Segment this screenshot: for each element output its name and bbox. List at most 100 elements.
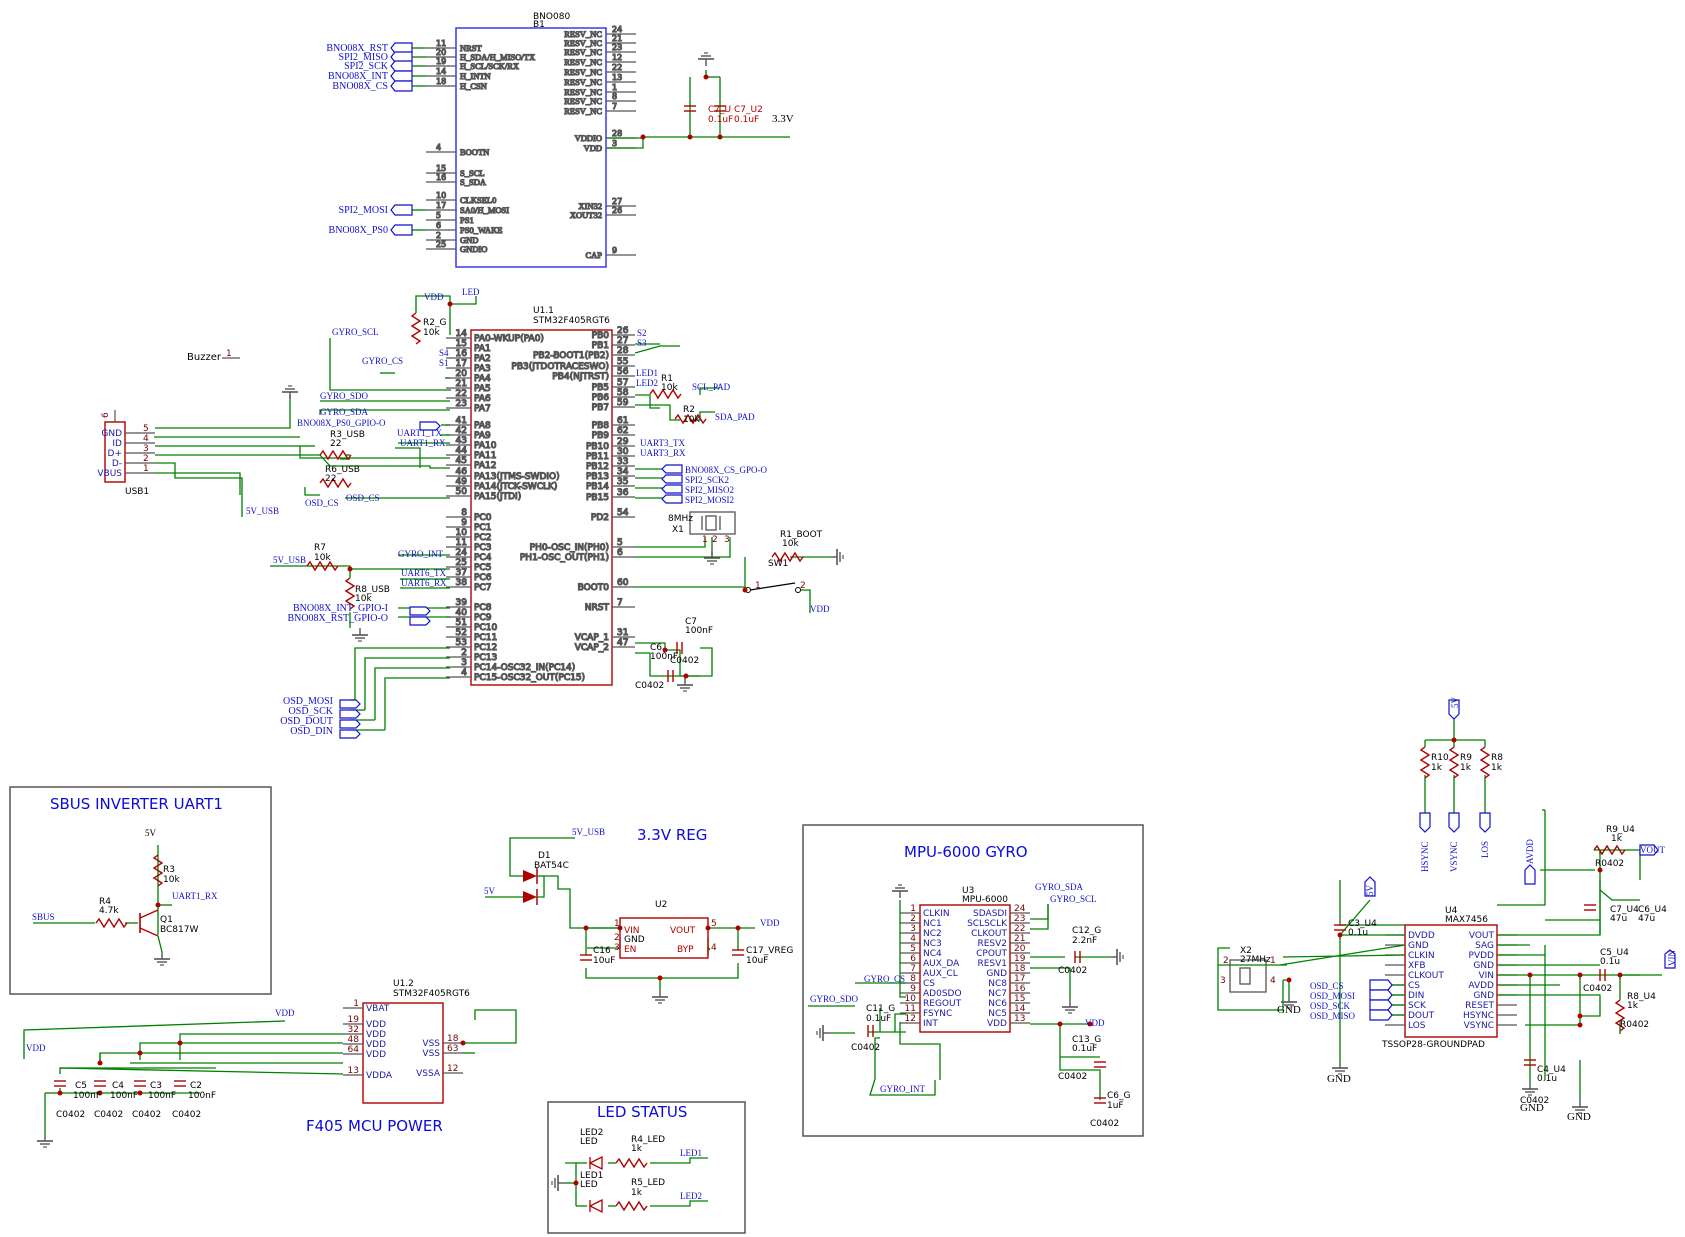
gyro-pin-name: NC5 <box>988 1009 1007 1019</box>
bno-cap1-ref: C7_U <box>708 105 731 115</box>
boot-switch[interactable] <box>742 582 801 593</box>
bno-pin-name: S_SDA <box>460 177 487 187</box>
bno-net-label: BNO08X_CS <box>332 81 388 92</box>
gyro-pin-num: 13 <box>1014 1014 1025 1024</box>
reg-title: 3.3V REG <box>637 826 707 844</box>
reg-d: D1 <box>538 851 551 861</box>
bno-pin-num: 4 <box>436 143 441 152</box>
pwr-pin-num: 12 <box>447 1064 458 1074</box>
pwr-cap-ref: C3 <box>150 1081 162 1091</box>
bno-pin-num: 14 <box>436 67 446 76</box>
mcu-pin-num: 2 <box>461 648 467 658</box>
mcu-pin-num: 21 <box>456 379 467 389</box>
bno-net-label: BNO08X_INT <box>328 71 388 82</box>
bno-pin-num: 5 <box>436 211 441 220</box>
mcu-pin-num: 34 <box>617 467 629 477</box>
buzzer-pin: 1 <box>226 349 232 359</box>
pwr-pin-name: VDD <box>366 1040 386 1050</box>
mcu-pin-num: 25 <box>456 558 467 568</box>
bno080-sub: B1 <box>533 20 545 30</box>
bno-pin-num: 15 <box>436 164 446 173</box>
mcu-left-net: LED <box>462 287 480 297</box>
osd-r8-val: 1k <box>1491 763 1503 773</box>
mcu-pin-num: 49 <box>456 477 468 487</box>
osd-pin-name: VIN <box>1478 971 1494 981</box>
osd-x-pin1: 1 <box>1270 956 1276 966</box>
bno-pin-num: 26 <box>612 206 622 215</box>
osd-pin-name: LOS <box>1408 1021 1426 1031</box>
bno080-net-labels: BNO08X_RSTSPI2_MISOSPI2_SCKBNO08X_INTBNO… <box>326 42 426 236</box>
bno-pin-num: 23 <box>612 43 622 52</box>
gyro-pin-num: 9 <box>910 984 916 994</box>
gyro-pin-num: 24 <box>1014 904 1026 914</box>
mcu-left-net: GYRO_SCL <box>332 327 379 337</box>
pwr-cap-pkg: C0402 <box>172 1110 201 1120</box>
osd-los: LOS <box>1480 841 1490 858</box>
mcu-pin-num: 15 <box>456 339 467 349</box>
gyro-title: MPU-6000 GYRO <box>904 843 1028 861</box>
mcu-left-net: R3_USB <box>330 430 365 440</box>
bno-pin-name: RESV_NC <box>564 47 602 57</box>
gyro-sdo: GYRO_SDO <box>810 994 859 1004</box>
mcu-left-wiring <box>154 295 477 731</box>
osd-vin-net: VIN <box>1667 950 1677 966</box>
mcu-left-net: GYRO_INT <box>398 549 443 559</box>
mcu-pin-name: PB3(JTDOTRACESWO) <box>511 362 609 372</box>
mcu-pin-num: 56 <box>617 367 629 377</box>
gyro-c6: C6_G <box>1107 1091 1131 1101</box>
mcu-pin-num: 53 <box>456 638 467 648</box>
sbus-title: SBUS INVERTER UART1 <box>50 795 223 813</box>
sbus-5v: 5V <box>145 828 157 838</box>
osd-vsync: VSYNC <box>1449 841 1459 872</box>
mcu-pin-name: VCAP_2 <box>575 643 609 653</box>
mcu-pin-num: 14 <box>456 329 468 339</box>
pwr-pin-name: VDD <box>366 1050 386 1060</box>
sbus-in: SBUS <box>32 912 55 922</box>
pwr-pin-num: 1 <box>353 999 359 1009</box>
mcu-pin-num: 54 <box>617 508 629 518</box>
osd-5v: 5V <box>1450 697 1460 709</box>
mcu-pin-name: PA4 <box>474 374 491 384</box>
reg-n4: 4 <box>711 943 717 953</box>
mcupwr-part: STM32F405RGT6 <box>393 989 470 999</box>
gyro-pin-name: NC8 <box>988 979 1007 989</box>
osd-r10-val: 1k <box>1431 763 1443 773</box>
mcu-pin-name: PB5 <box>592 383 609 393</box>
mcu-part: STM32F405RGT6 <box>533 316 610 326</box>
mcu-right-wiring <box>634 343 830 677</box>
bno-pin-name: NRST <box>460 43 483 53</box>
mcu-right-net: LED1 <box>636 368 658 378</box>
osd-avdd: AVDD <box>1525 839 1535 864</box>
mcu-pin-name: PB2-BOOT1(PB2) <box>533 351 609 361</box>
mcu-pin-name: PA1 <box>474 344 491 354</box>
osd-r9u: R9_U4 <box>1606 825 1635 835</box>
mcu-left-net: UART1_TX <box>397 428 442 438</box>
osd-sck-net: OSD_SCK <box>1310 1001 1351 1011</box>
gyro-pin-name: NC3 <box>923 939 942 949</box>
osd-hsync: HSYNC <box>1420 841 1430 872</box>
mcu-left-net: R8_USB <box>355 585 390 595</box>
osd-pin-name: HSYNC <box>1463 1011 1494 1021</box>
bno-pin-name: H_SDA/H_MISO/TX <box>460 52 535 62</box>
reg-n2: 2 <box>614 933 620 943</box>
mcu-right-net: 10k <box>683 415 700 425</box>
mcu-pin-name: PA13(JTMS-SWDIO) <box>474 472 560 482</box>
led-r4: R4_LED <box>631 1135 665 1145</box>
mcu-pin-num: 57 <box>617 378 628 388</box>
osd-r9: R9 <box>1460 753 1472 763</box>
gyro-pin-num: 21 <box>1014 934 1025 944</box>
reg-c16-val: 10uF <box>593 956 615 966</box>
gyro-pin-name: FSYNC <box>923 1009 952 1019</box>
mcu-pin-num: 51 <box>456 618 467 628</box>
bno-pin-name: PS0_WAKE <box>460 225 503 235</box>
gyro-pin-name: RESV1 <box>977 959 1007 969</box>
mcu-pin-name: PB10 <box>586 442 609 452</box>
sbus-r4: R4 <box>99 897 111 907</box>
mcu-left-net: OSD_SCK <box>289 706 334 717</box>
gyro-pin-num: 1 <box>910 904 916 914</box>
mcu-right-net: 8MHz <box>668 514 693 524</box>
osd-pin-name: DOUT <box>1408 1011 1435 1021</box>
